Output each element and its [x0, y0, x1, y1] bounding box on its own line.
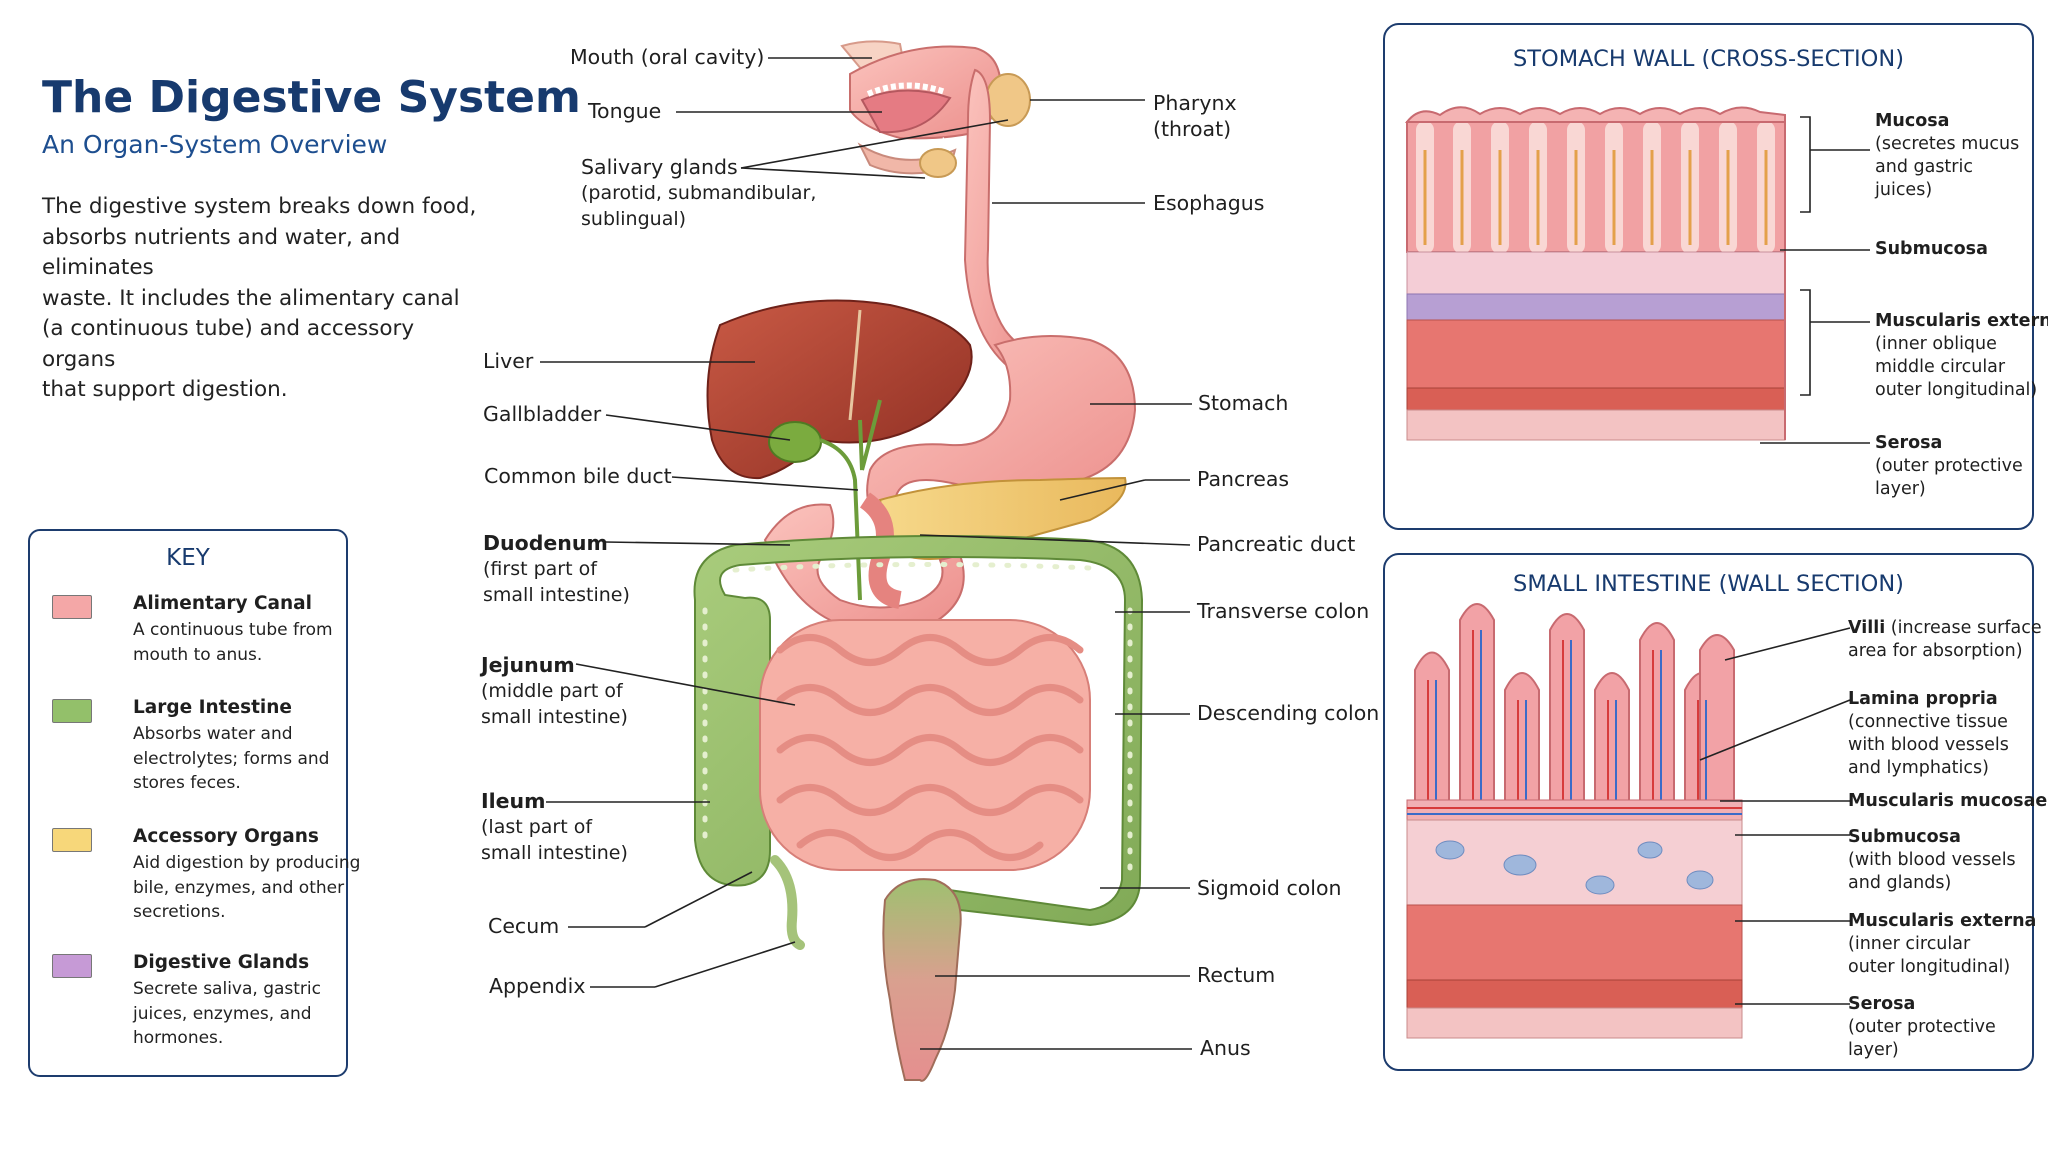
int-submucosa-line: (with blood vessels [1848, 849, 2016, 872]
villi-title: Villi [1848, 618, 1885, 638]
mm-title: Muscularis mucosae [1848, 791, 2047, 811]
villi-tail: (increase surface [1885, 618, 2041, 638]
int-serosa-line: (outer protective [1848, 1016, 1996, 1039]
intestine-label-serosa: Serosa (outer protective layer) [1848, 993, 1996, 1062]
intestine-label-muscularis-mucosae: Muscularis mucosae [1848, 790, 2047, 813]
lamina-line: with blood vessels [1848, 734, 2009, 757]
int-serosa-title: Serosa [1848, 994, 1915, 1014]
int-serosa-line: layer) [1848, 1039, 1996, 1062]
int-muscularis-line: (inner circular [1848, 933, 2036, 956]
lamina-title: Lamina propria [1848, 689, 1998, 709]
int-submucosa-line: and glands) [1848, 872, 2016, 895]
int-muscularis-line: outer longitudinal) [1848, 956, 2036, 979]
intestine-label-lamina: Lamina propria (connective tissue with b… [1848, 688, 2009, 780]
intestine-label-submucosa: Submucosa (with blood vessels and glands… [1848, 826, 2016, 895]
int-submucosa-title: Submucosa [1848, 827, 1961, 847]
lamina-line: (connective tissue [1848, 711, 2009, 734]
int-muscularis-title: Muscularis externa [1848, 911, 2036, 931]
intestine-label-villi: Villi (increase surface area for absorpt… [1848, 617, 2042, 663]
lamina-line: and lymphatics) [1848, 757, 2009, 780]
intestine-label-muscularis: Muscularis externa (inner circular outer… [1848, 910, 2036, 979]
villi-line: area for absorption) [1848, 640, 2042, 663]
